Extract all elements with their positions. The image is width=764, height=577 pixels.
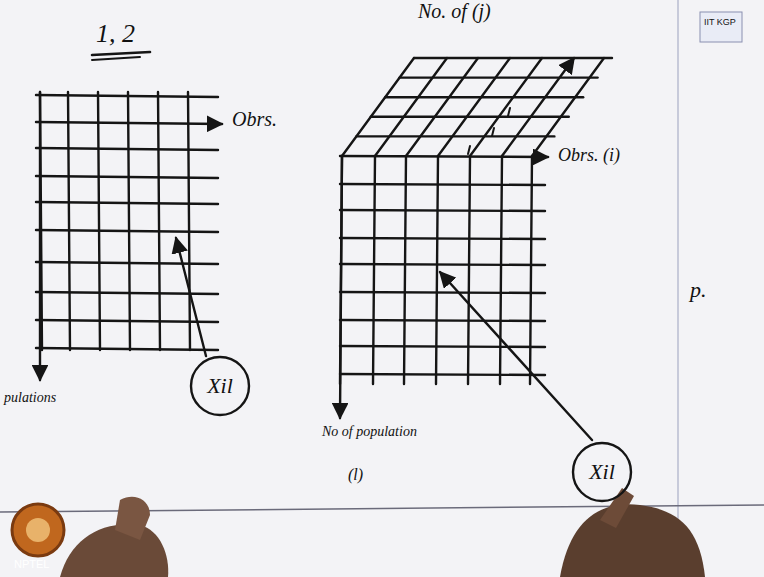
logo xyxy=(26,518,50,542)
grid-line xyxy=(340,264,545,265)
pointer-arrow xyxy=(440,272,592,440)
grid-line xyxy=(36,95,218,97)
grid-line xyxy=(340,346,545,347)
grid-line xyxy=(188,92,190,350)
circle-outline xyxy=(191,357,249,415)
grid-line xyxy=(68,92,70,350)
grid-line xyxy=(340,320,545,321)
grid-line xyxy=(98,92,100,350)
sketch-label: NPTEL xyxy=(14,558,49,570)
grid-line xyxy=(436,156,438,384)
grid-line xyxy=(36,202,218,204)
sketch-label: Obrs. xyxy=(232,108,277,130)
sketch-label: (l) xyxy=(348,466,363,484)
pointer-arrow xyxy=(176,238,206,356)
grid-line xyxy=(373,156,375,384)
grid-line xyxy=(36,122,222,124)
logo xyxy=(12,504,64,556)
hand xyxy=(560,504,705,577)
circled-variable: Xil xyxy=(189,355,251,417)
sketch-label: Obrs. (i) xyxy=(558,146,620,166)
grid-line xyxy=(36,230,218,232)
grid-line xyxy=(406,58,478,156)
sketch-label: No of population xyxy=(322,424,417,439)
grid-line xyxy=(340,210,545,211)
tally-mark xyxy=(508,108,510,116)
variable-name: Xil xyxy=(207,373,233,399)
grid-line xyxy=(530,156,532,384)
tally-mark xyxy=(492,128,494,136)
grid-line xyxy=(342,58,414,156)
axis-arrow xyxy=(340,156,342,418)
grid-line xyxy=(502,58,574,156)
axis-arrow xyxy=(39,92,41,380)
page-rule xyxy=(677,0,679,577)
grid-line xyxy=(500,156,502,384)
sketch-label: p. xyxy=(690,278,707,302)
grid-line xyxy=(404,156,406,384)
tally-mark xyxy=(468,146,470,154)
hand xyxy=(115,497,150,540)
hand xyxy=(600,488,634,528)
grid-line xyxy=(36,320,218,322)
grid-line xyxy=(385,96,583,98)
underline xyxy=(92,52,150,55)
circle-outline xyxy=(573,443,631,501)
grid-line xyxy=(340,184,545,185)
grid-line xyxy=(158,92,160,350)
hand xyxy=(60,524,168,577)
sketch-label: pulations xyxy=(4,390,56,405)
grid-line xyxy=(375,58,447,156)
grid-line xyxy=(340,374,545,375)
grid-line xyxy=(36,176,218,178)
grid-line xyxy=(36,148,218,150)
circled-variable: Xil xyxy=(571,441,633,503)
grid-line xyxy=(340,156,548,157)
variable-name: Xil xyxy=(589,459,615,485)
grid-line xyxy=(36,348,218,350)
grid-line xyxy=(468,156,470,384)
sketch-label: 1, 2 xyxy=(96,20,135,49)
grid-line xyxy=(128,92,130,350)
grid-line xyxy=(532,58,604,156)
grid-line xyxy=(36,262,218,264)
grid-line xyxy=(356,135,554,137)
sketch-label: No. of (j) xyxy=(418,0,491,22)
grid-line xyxy=(371,116,569,118)
grid-line xyxy=(438,58,510,156)
logo-box xyxy=(700,12,742,42)
grid-line xyxy=(470,58,542,156)
underline xyxy=(92,57,140,60)
grid-line xyxy=(414,57,612,59)
grid-line xyxy=(340,292,545,293)
grid-line xyxy=(400,76,598,78)
grid-line xyxy=(340,238,545,239)
sketch-label: IIT KGP xyxy=(704,18,736,28)
